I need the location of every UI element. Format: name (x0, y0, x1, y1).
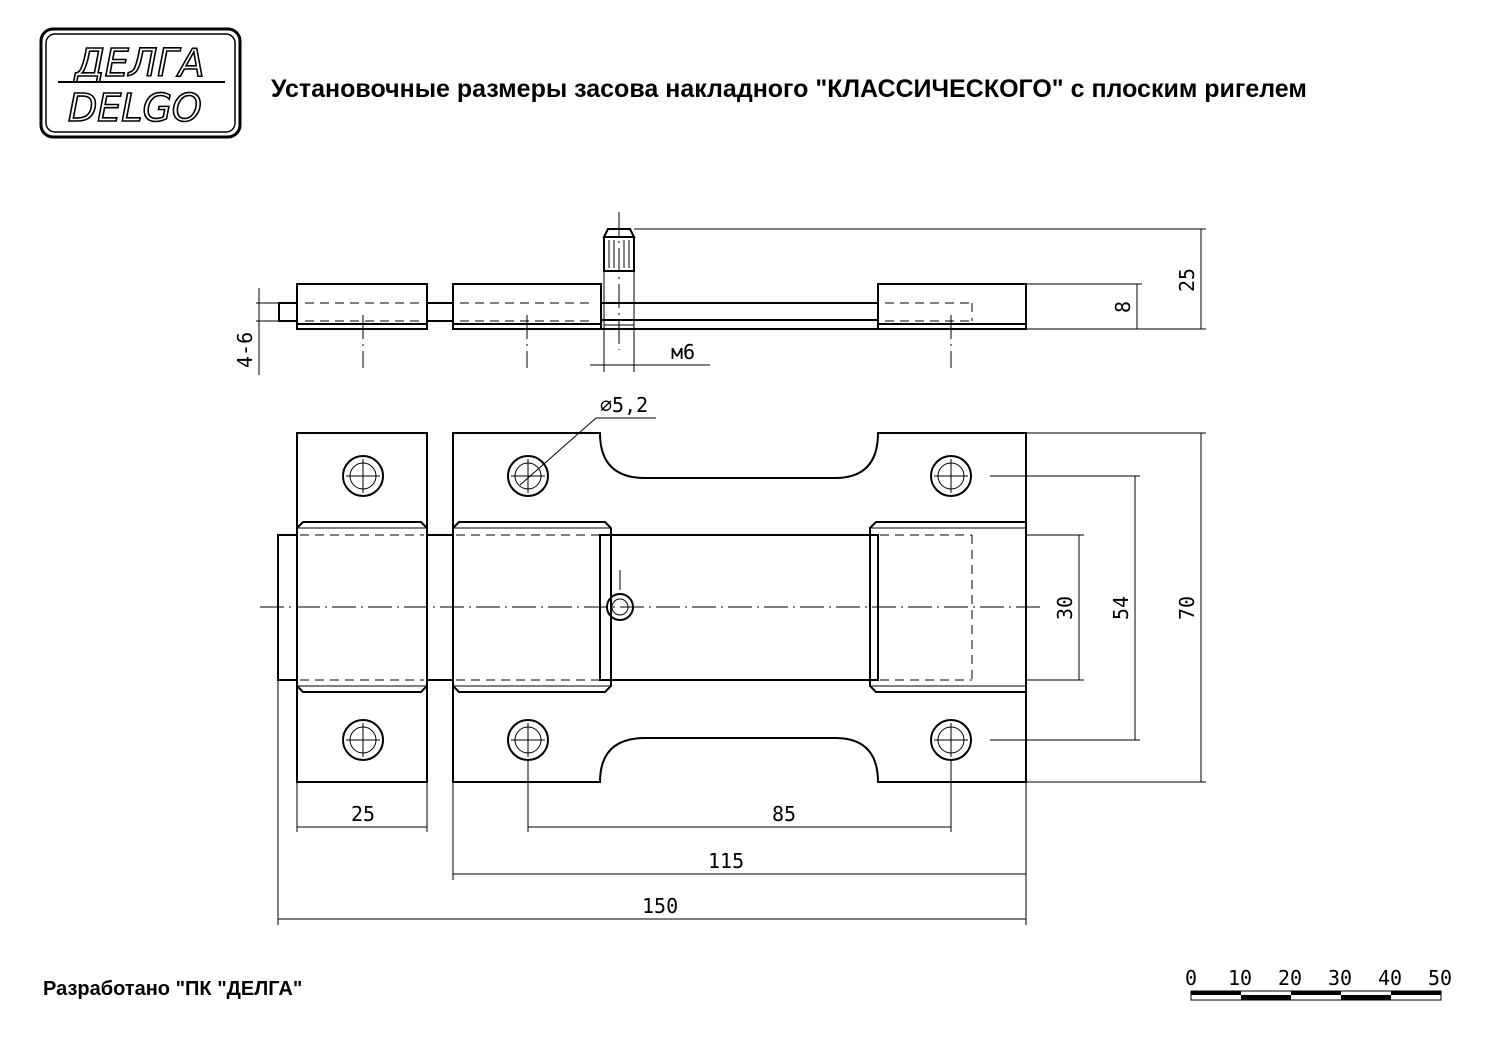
svg-text:0: 0 (1185, 966, 1197, 990)
delgo-logo: ДЕЛГА DELGO (39, 27, 242, 139)
page-title: Установочные размеры засова накладного "… (271, 75, 1307, 103)
svg-text:40: 40 (1378, 966, 1402, 990)
svg-text:м6: м6 (671, 340, 695, 364)
svg-text:30: 30 (1053, 596, 1077, 620)
svg-text:4-6: 4-6 (233, 332, 257, 368)
svg-text:70: 70 (1175, 596, 1199, 620)
svg-text:20: 20 (1278, 966, 1302, 990)
svg-text:115: 115 (708, 849, 744, 873)
svg-text:DELGO: DELGO (68, 86, 202, 130)
screw-holes (342, 455, 972, 761)
svg-text:85: 85 (772, 802, 796, 826)
svg-text:10: 10 (1228, 966, 1252, 990)
footer-credit: Разработано "ПК "ДЕЛГА" (43, 978, 302, 1000)
svg-text:50: 50 (1428, 966, 1452, 990)
knob-top (606, 570, 634, 621)
scale-bar: 0 10 20 30 40 50 (1185, 966, 1452, 1001)
svg-text:54: 54 (1109, 596, 1133, 620)
svg-text:30: 30 (1328, 966, 1352, 990)
svg-text:⌀5,2: ⌀5,2 (600, 393, 648, 417)
svg-text:ДЕЛГА: ДЕЛГА (73, 41, 204, 85)
knob-side (602, 212, 636, 350)
svg-text:8: 8 (1111, 301, 1135, 313)
side-view: 4-6 м6 8 25 (233, 212, 1206, 375)
svg-text:150: 150 (642, 894, 678, 918)
svg-text:25: 25 (351, 802, 375, 826)
svg-text:25: 25 (1175, 268, 1199, 292)
top-view: ⌀5,2 30 54 70 25 85 115 150 (260, 393, 1206, 925)
